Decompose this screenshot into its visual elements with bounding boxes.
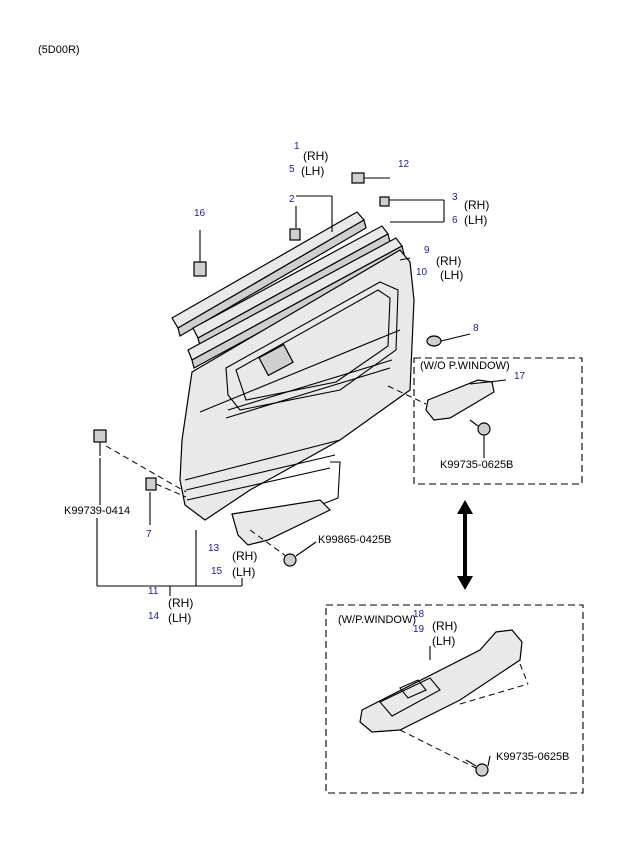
screw-k99739-0414 <box>93 429 187 505</box>
clip-3 <box>379 196 445 223</box>
armrest-lower <box>231 499 332 546</box>
double-arrow <box>457 500 473 590</box>
weatherstrip-channel <box>187 237 405 369</box>
label-3-rh: (RH) <box>464 198 490 212</box>
clip-2 <box>289 206 301 241</box>
callout-15: 15 <box>211 566 223 577</box>
model-code: (5D00R) <box>38 44 80 56</box>
callout-11: 11 <box>148 586 159 597</box>
callout-12: 12 <box>398 159 410 170</box>
callout-10: 10 <box>416 267 428 278</box>
clip-12 <box>351 172 390 184</box>
label-14-lh: (LH) <box>168 611 192 625</box>
part-number-k99865: K99865-0425B <box>318 534 392 546</box>
inner-handle-recess <box>258 343 294 377</box>
label-1-rh: (RH) <box>303 149 329 163</box>
clip-16 <box>193 230 207 277</box>
screw-k99735-0625b-b <box>465 755 491 777</box>
label-13-rh: (RH) <box>232 549 258 563</box>
label-15-lh: (LH) <box>232 565 256 579</box>
armrest-18-19 <box>359 629 529 769</box>
callout-13: 13 <box>208 543 220 554</box>
callout-16: 16 <box>194 208 206 219</box>
clip-7 <box>145 477 187 525</box>
part-number-k99739: K99739-0414 <box>64 505 131 517</box>
w-power-window-label: (W/P.WINDOW) <box>338 614 417 626</box>
part-number-k99735-b: K99735-0625B <box>496 751 570 763</box>
screw-k99865-0425b <box>249 529 317 567</box>
pull-handle-17 <box>387 379 507 421</box>
bracket-11 <box>96 518 243 596</box>
callout-9: 9 <box>424 245 430 256</box>
callout-14: 14 <box>148 611 160 622</box>
label-9-rh: (RH) <box>436 254 462 268</box>
callout-2: 2 <box>289 194 295 205</box>
callout-8: 8 <box>473 323 479 334</box>
door-trim-panel <box>179 249 415 521</box>
callout-7: 7 <box>146 529 152 540</box>
label-11-rh: (RH) <box>168 596 194 610</box>
callout-3: 3 <box>452 192 458 203</box>
label-19-lh: (LH) <box>432 634 456 648</box>
w-power-window-box <box>325 604 584 794</box>
callout-6: 6 <box>452 215 458 226</box>
part-number-k99735-a: K99735-0625B <box>440 459 514 471</box>
wo-power-window-label: (W/O P.WINDOW) <box>420 360 510 372</box>
weatherstrip-inner <box>192 225 391 347</box>
label-18-rh: (RH) <box>432 619 458 633</box>
label-10-lh: (LH) <box>440 268 464 282</box>
leader-9 <box>399 257 411 261</box>
wo-power-window-box <box>413 357 583 485</box>
callout-18: 18 <box>413 609 425 620</box>
callout-19: 19 <box>413 624 425 635</box>
callout-17: 17 <box>514 371 526 382</box>
weatherstrip-outer <box>171 211 367 337</box>
label-5-lh: (LH) <box>301 164 325 178</box>
label-6-lh: (LH) <box>464 213 488 227</box>
fastener-8 <box>426 333 471 347</box>
screw-k99735-0625b-a <box>469 419 491 458</box>
callout-5: 5 <box>289 164 295 175</box>
callout-1: 1 <box>294 141 300 152</box>
